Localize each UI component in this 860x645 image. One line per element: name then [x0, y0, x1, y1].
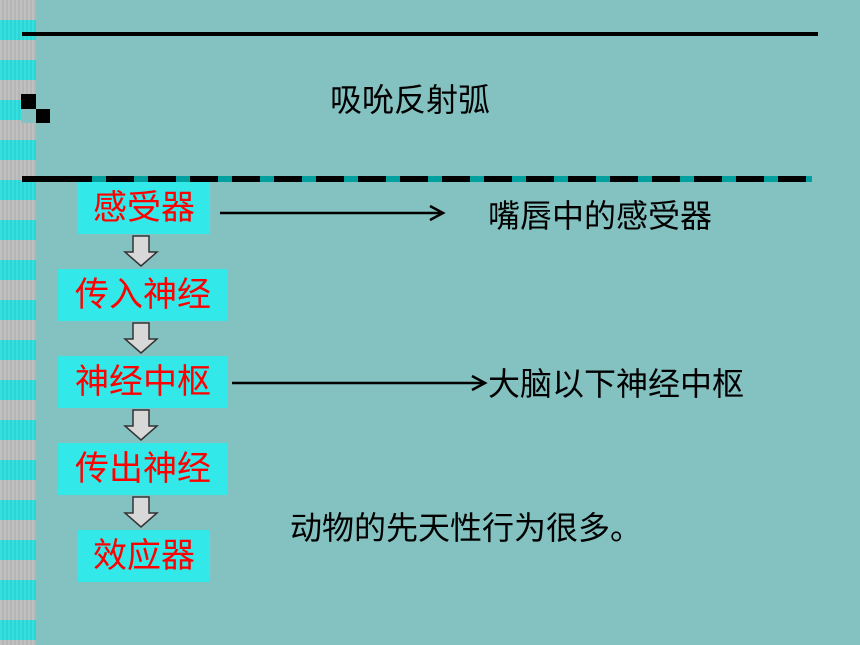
bullet-icon: [21, 94, 50, 123]
down-arrow-icon: [123, 409, 159, 441]
step-efferent-nerve: 传出神经: [58, 443, 228, 495]
annotation-receptor: 嘴唇中的感受器: [488, 197, 713, 235]
slide-title: 吸吮反射弧: [330, 81, 491, 119]
step-effector: 效应器: [78, 530, 210, 582]
down-arrow-icon: [123, 235, 159, 267]
down-arrow-icon: [123, 322, 159, 354]
step-nerve-center: 神经中枢: [58, 356, 228, 408]
annotation-nerve-center: 大脑以下神经中枢: [488, 365, 745, 403]
top-rule: [22, 32, 818, 36]
dashed-rule: [22, 176, 812, 182]
down-arrow-icon: [123, 496, 159, 528]
note-text: 动物的先天性行为很多。: [290, 509, 643, 547]
step-receptor: 感受器: [78, 182, 210, 234]
step-afferent-nerve: 传入神经: [58, 269, 228, 321]
